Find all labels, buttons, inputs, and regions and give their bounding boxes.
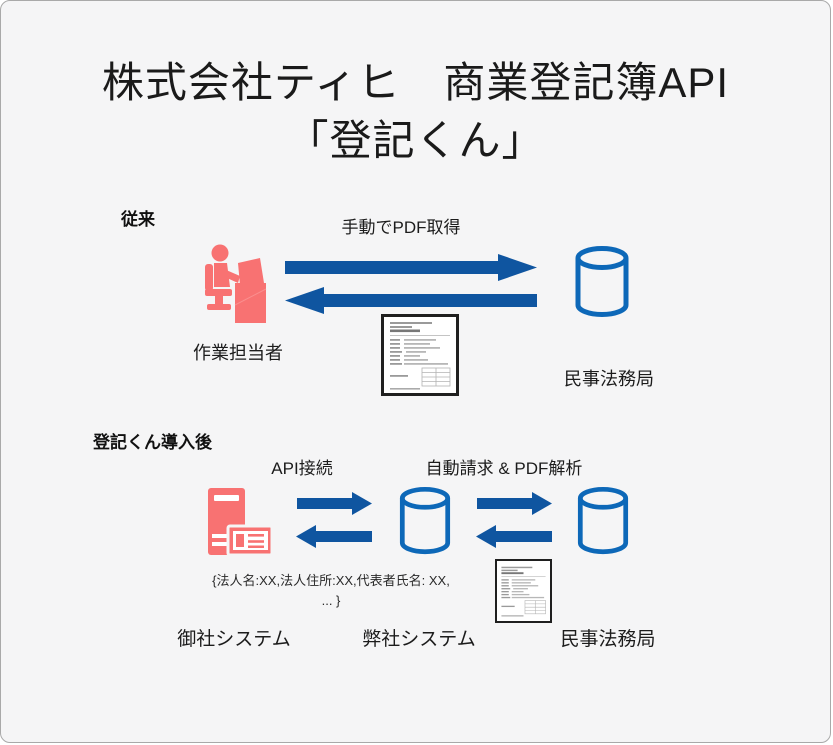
database-icon-registry-bottom (577, 486, 629, 555)
double-arrow-auto-icon (476, 492, 552, 548)
manual-pdf-flow-label: 手動でPDF取得 (341, 218, 461, 237)
registry-label-top: 民事法務局 (564, 369, 654, 389)
page-title-line-2: 「登記くん」 (286, 117, 545, 164)
pdf-document-thumbnail-after (495, 559, 552, 623)
pdf-document-thumbnail-traditional (381, 314, 459, 396)
section-after-heading: 登記くん導入後 (93, 433, 212, 452)
page-title-line-1: 株式会社ティヒ 商業登記簿API (101, 59, 730, 106)
database-icon-vendor (399, 486, 451, 555)
database-icon-registry-top (575, 246, 629, 317)
api-connection-label: API接続 (271, 459, 333, 478)
double-arrow-traditional-icon (285, 254, 537, 314)
registry-label-bottom: 民事法務局 (560, 629, 656, 650)
double-arrow-api-icon (296, 492, 372, 548)
vendor-system-label: 弊社システム (362, 629, 476, 650)
client-system-label: 御社システム (177, 629, 291, 650)
auto-request-pdf-parse-label: 自動請求 & PDF解析 (425, 459, 583, 478)
json-payload-line-1: {法人名:XX,法人住所:XX,代表者氏名: XX, (212, 573, 450, 588)
client-server-icon (208, 488, 274, 557)
json-payload-text: {法人名:XX,法人住所:XX,代表者氏名: XX, ... } (166, 571, 496, 610)
worker-at-desk-icon (205, 244, 267, 323)
actor-label: 作業担当者 (193, 343, 283, 363)
section-traditional-heading: 従来 (121, 210, 155, 229)
json-payload-line-2: ... } (321, 592, 341, 608)
